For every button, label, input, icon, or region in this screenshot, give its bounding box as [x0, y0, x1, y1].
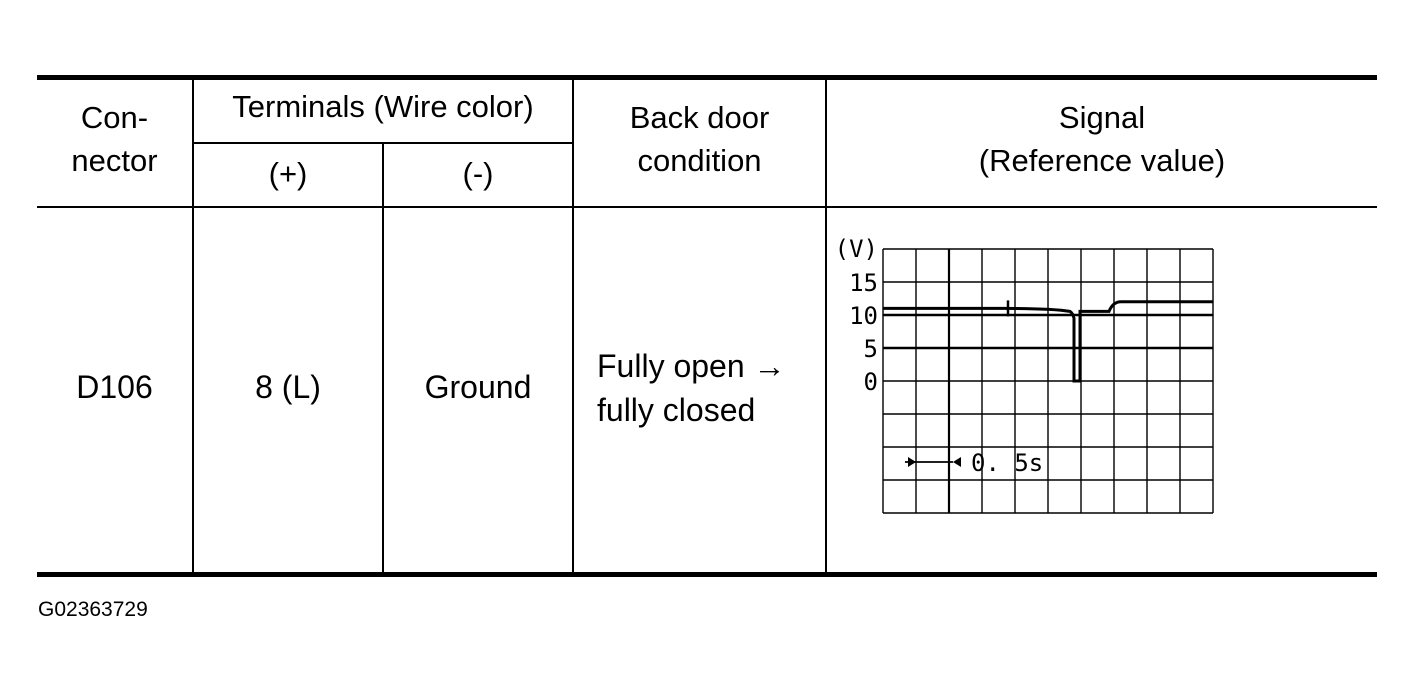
- table-bottom-rule: [37, 572, 1377, 577]
- header-connector-line1: Con-: [80, 100, 149, 135]
- time-division-marker: 0. 5s: [905, 449, 1043, 477]
- header-bottom-rule: [37, 206, 1377, 208]
- col-divider-4: [825, 80, 827, 572]
- waveform-labels: (V) 15 10 5 0: [835, 235, 878, 396]
- cell-door-line1: Fully open →: [597, 348, 786, 384]
- header-signal: Signal (Reference value): [827, 96, 1377, 182]
- cell-minus: Ground: [424, 369, 532, 405]
- table-top-rule: [37, 75, 1377, 80]
- y-tick-label: 5: [864, 335, 878, 363]
- header-connector-line2: nector: [71, 143, 158, 178]
- waveform-svg: (V) 15 10 5 0 0. 5s: [835, 235, 1214, 514]
- header-door-condition: Back door condition: [574, 96, 825, 182]
- col-divider-2: [382, 144, 384, 572]
- cell-plus: 8 (L): [255, 369, 321, 405]
- marker-arrow-left: [953, 457, 961, 467]
- y-tick-label: 15: [849, 269, 878, 297]
- y-tick-label: 10: [849, 302, 878, 330]
- y-unit-label: (V): [835, 235, 878, 263]
- header-minus: (-): [462, 156, 494, 191]
- waveform-grid: [882, 248, 1214, 514]
- header-signal-line1: Signal: [1058, 100, 1146, 135]
- waveform-trace: [883, 300, 1213, 383]
- col-divider-1: [192, 80, 194, 572]
- time-division-label: 0. 5s: [971, 449, 1043, 477]
- header-terminals: Terminals (Wire color): [232, 89, 534, 124]
- cell-door-condition: Fully open → fully closed: [597, 344, 827, 432]
- terminals-sub-rule: [193, 142, 574, 144]
- y-tick-label: 0: [864, 368, 878, 396]
- header-door-line1: Back door: [629, 100, 770, 135]
- col-divider-3: [572, 80, 574, 572]
- cell-door-line2: fully closed: [597, 392, 756, 428]
- figure-code: G02363729: [38, 598, 148, 621]
- signal-waveform: (V) 15 10 5 0 0. 5s: [826, 208, 1376, 572]
- header-signal-line2: (Reference value): [978, 143, 1226, 178]
- marker-arrow-right: [908, 457, 916, 467]
- header-plus: (+): [268, 156, 308, 191]
- header-door-line2: condition: [637, 143, 762, 178]
- header-connector: Con- nector: [37, 96, 192, 182]
- cell-connector: D106: [76, 369, 153, 405]
